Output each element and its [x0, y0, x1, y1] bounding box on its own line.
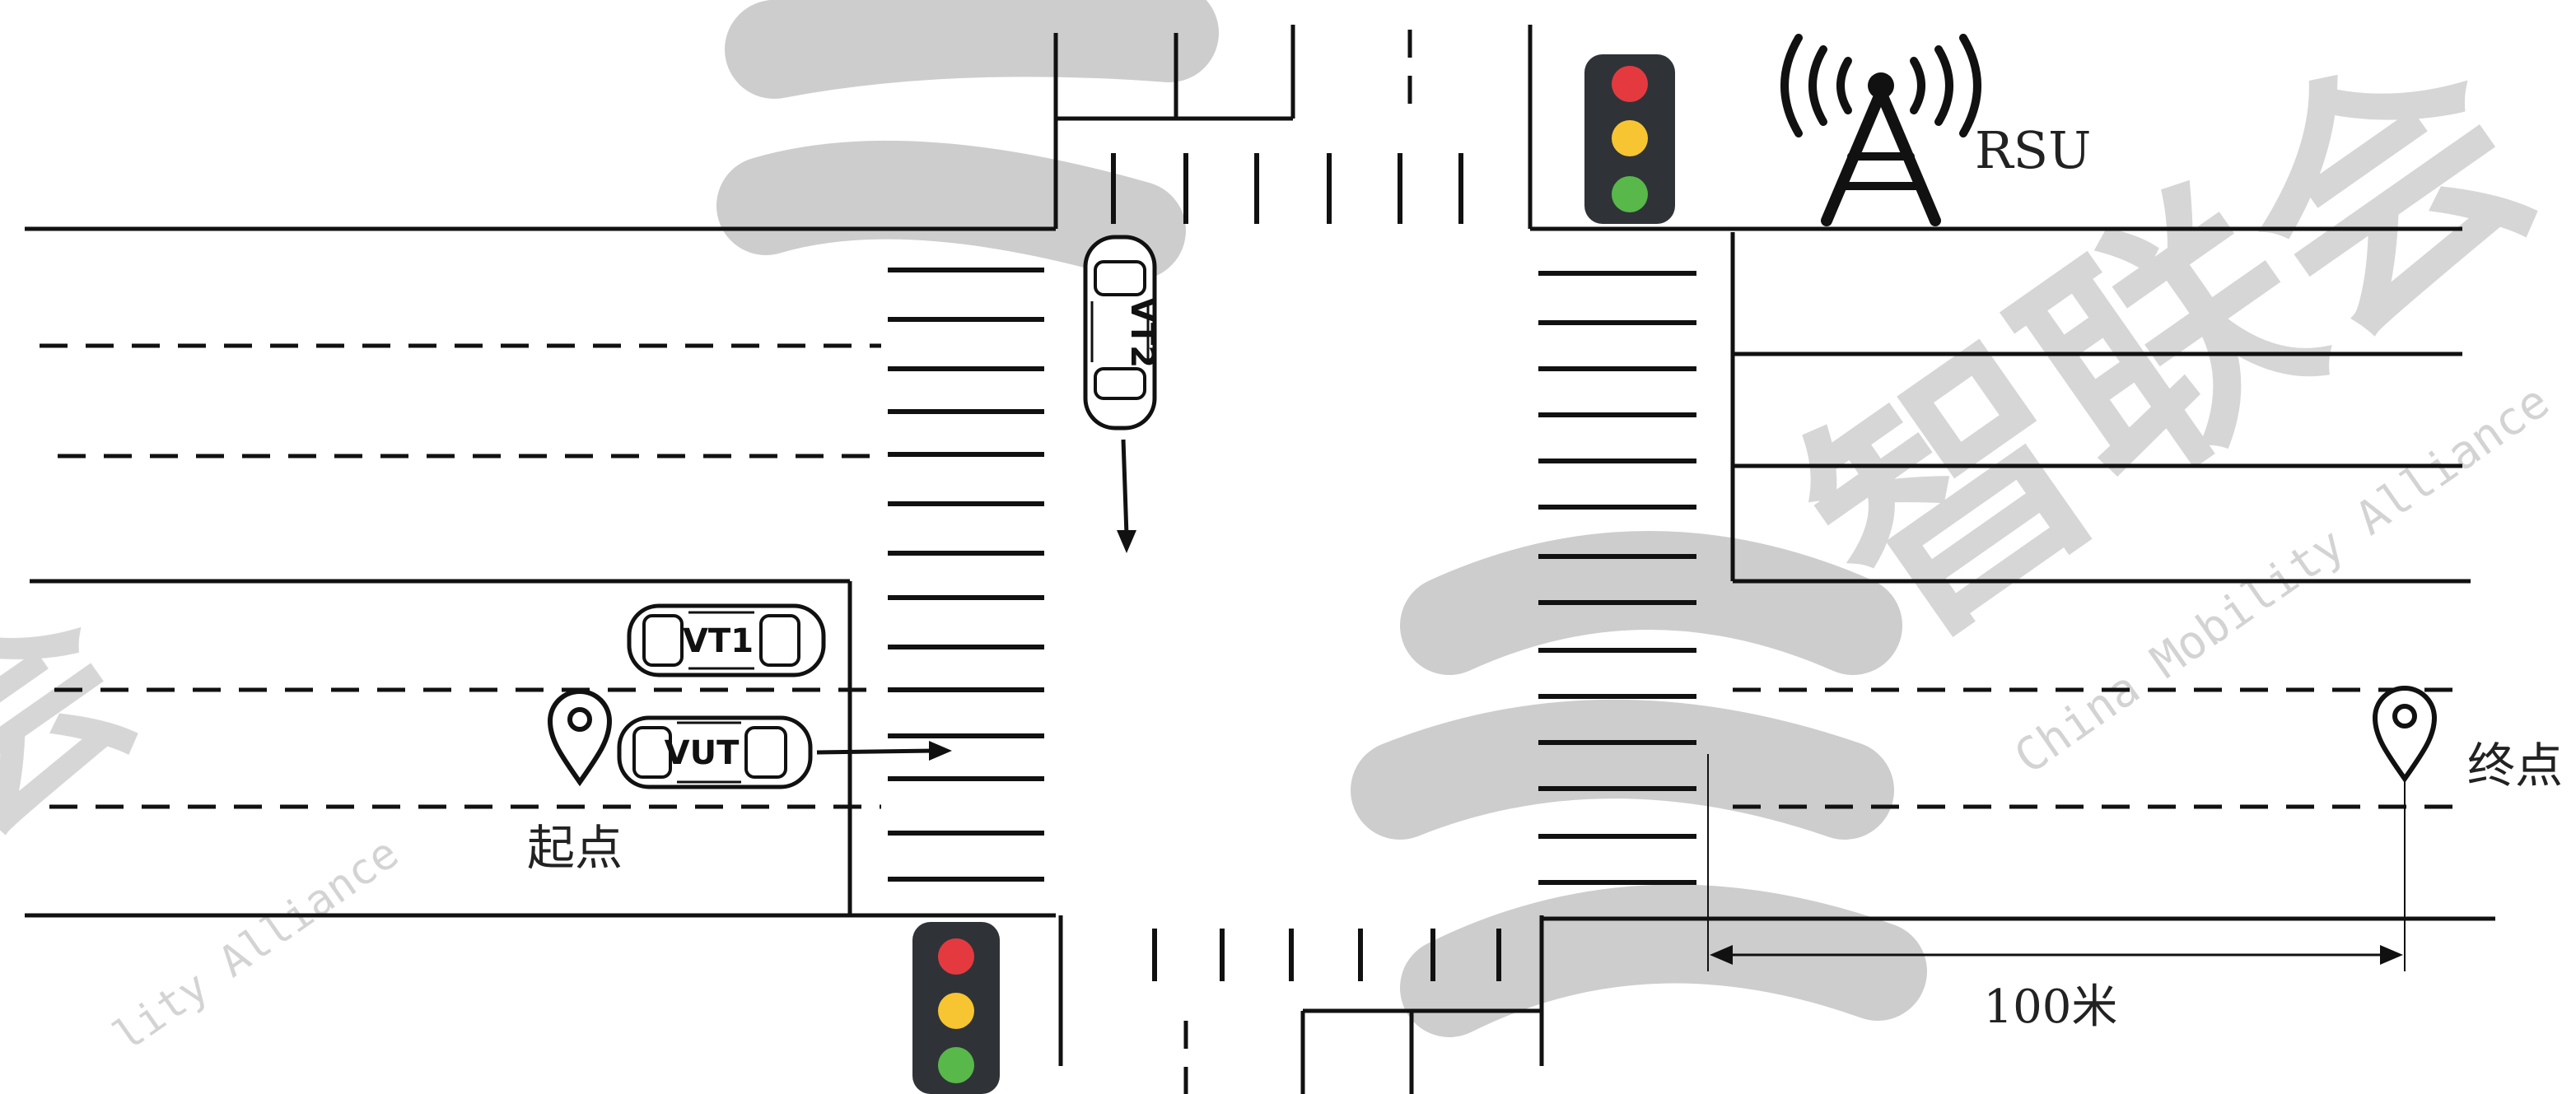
vt2-direction-arrow [1117, 439, 1136, 553]
watermark: 智联会 China Mobility Alliance 会 lity Allia… [0, 0, 2576, 1061]
watermark-left-en-text: lity Alliance [105, 829, 408, 1062]
rsu-label: RSU [1975, 120, 2091, 180]
vut-direction-arrow [816, 741, 952, 761]
start-label: 起点 [527, 820, 623, 876]
vehicle-vt1-label: VT1 [683, 622, 754, 660]
traffic-light-south-icon [912, 922, 1000, 1094]
watermark-left-cn-text: 会 [0, 555, 175, 882]
distance-dimension [1707, 754, 2406, 971]
rsu-antenna-icon [1780, 34, 1981, 226]
dashed-lane-lines [40, 30, 2462, 1094]
vehicle-vut: VUT [617, 715, 813, 789]
vehicle-vt2-label: VT2 [1123, 297, 1161, 368]
crosswalk-south [1152, 929, 1501, 981]
distance-label: 100米 [1984, 980, 2118, 1034]
traffic-light-north-icon [1584, 54, 1675, 224]
start-location-pin-icon [547, 689, 613, 787]
vehicle-vt1: VT1 [627, 603, 826, 677]
crosswalk-east [1538, 271, 1696, 885]
crosswalk-west [888, 268, 1044, 882]
end-location-pin-icon [2372, 686, 2438, 784]
end-label: 终点 [2467, 738, 2563, 794]
vehicle-vt2: VT2 [1083, 235, 1161, 431]
road-lines [25, 25, 2495, 1094]
crosswalk-north [1111, 153, 1463, 224]
vehicle-vut-label: VUT [665, 734, 740, 772]
